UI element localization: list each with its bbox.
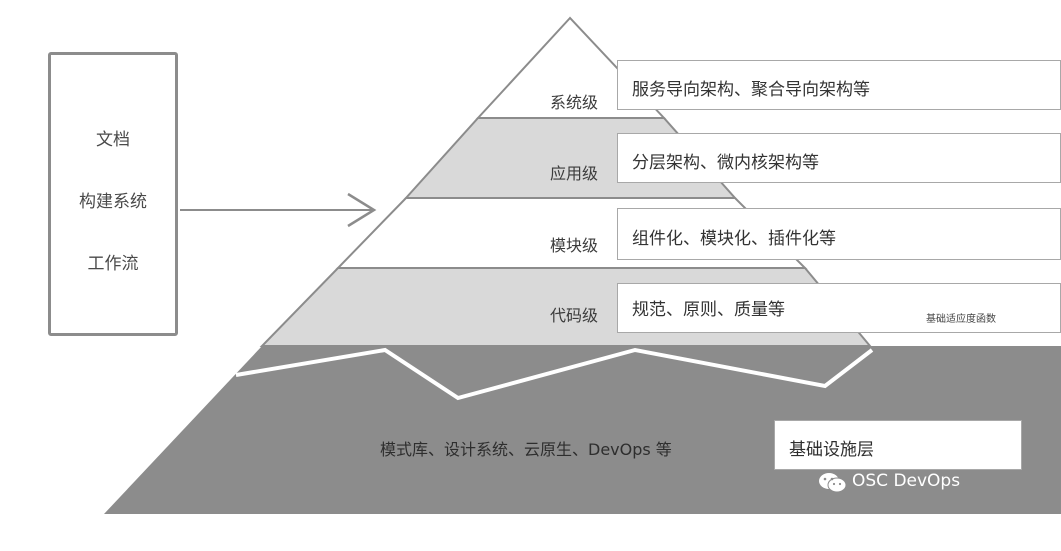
base-caption: 模式库、设计系统、云原生、DevOps 等 [380, 440, 672, 459]
level-label-module: 模块级 [549, 236, 598, 255]
desc-box-module: 组件化、模块化、插件化等 [617, 208, 1061, 260]
desc-box-code: 规范、原则、质量等 基础适应度函数 [617, 283, 1061, 333]
base-box-label: 基础设施层 [789, 440, 874, 460]
left-item-workflow: 工作流 [87, 254, 139, 274]
level-label-application: 应用级 [549, 164, 598, 183]
desc-text-module: 组件化、模块化、插件化等 [632, 229, 836, 249]
level-label-system: 系统级 [549, 93, 598, 112]
desc-text-code: 规范、原则、质量等 [632, 300, 785, 320]
desc-box-application: 分层架构、微内核架构等 [617, 133, 1061, 183]
level-label-code: 代码级 [549, 306, 598, 325]
desc-note-code: 基础适应度函数 [926, 314, 996, 325]
watermark-text: OSC DevOps [852, 471, 961, 491]
desc-text-system: 服务导向架构、聚合导向架构等 [632, 80, 870, 100]
pyramid-base [104, 346, 1061, 514]
desc-text-application: 分层架构、微内核架构等 [632, 153, 819, 173]
left-item-build-system: 构建系统 [79, 192, 147, 212]
left-box: 文档 构建系统 工作流 [48, 52, 178, 336]
wechat-icon [819, 473, 847, 493]
arrow-head-icon [347, 192, 377, 228]
desc-box-system: 服务导向架构、聚合导向架构等 [617, 60, 1061, 110]
left-item-docs: 文档 [96, 130, 130, 150]
zigzag-divider [235, 347, 874, 401]
base-box: 基础设施层 [774, 420, 1022, 470]
